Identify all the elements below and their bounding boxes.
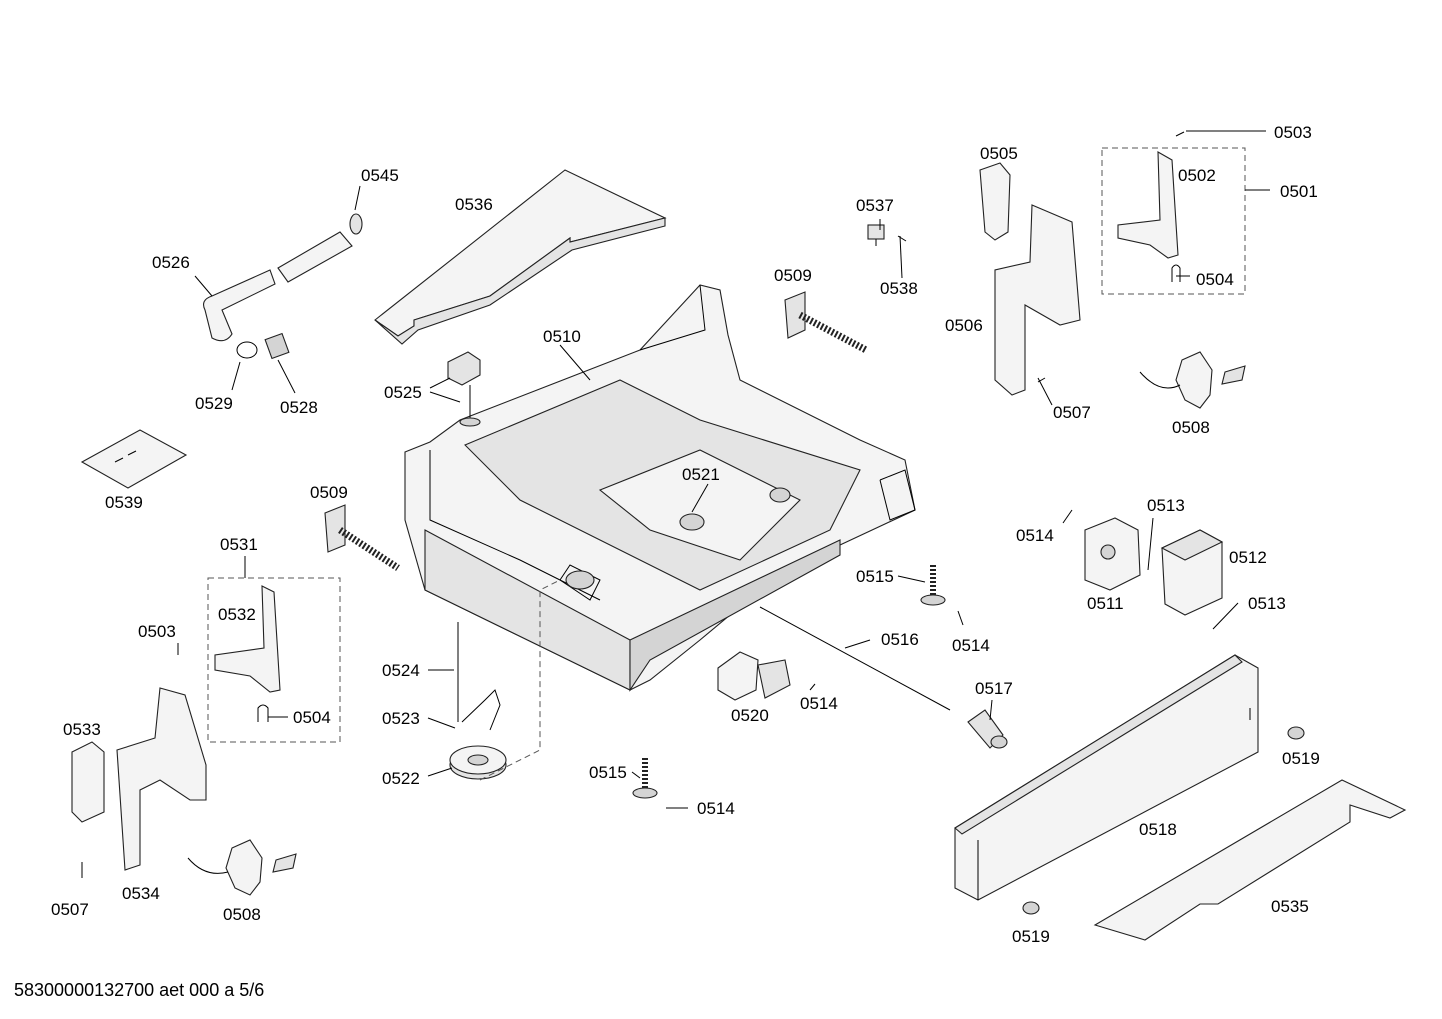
bracket-0506-drawing [994, 204, 1081, 396]
part-label-0531: 0531 [220, 535, 258, 554]
part-0522-drawing [449, 579, 561, 781]
drawing-reference: 58300000132700 aet 000 a 5/6 [14, 980, 265, 1000]
part-0511-drawing [1084, 517, 1141, 591]
part-label-0510: 0510 [543, 327, 581, 346]
part-label-0513a: 0513 [1147, 496, 1185, 515]
part-label-0507b: 0507 [51, 900, 89, 919]
part-label-0509b: 0509 [310, 483, 348, 502]
part-label-0538: 0538 [880, 279, 918, 298]
part-label-0533: 0533 [63, 720, 101, 739]
part-label-0526: 0526 [152, 253, 190, 272]
part-label-0512: 0512 [1229, 548, 1267, 567]
spring-0509a-drawing [784, 291, 868, 354]
panel-0518-drawing [954, 654, 1259, 901]
screw-0515a-drawing [920, 565, 946, 606]
part-label-0520: 0520 [731, 706, 769, 725]
part-0533-drawing [71, 741, 105, 823]
part-label-0509a: 0509 [774, 266, 812, 285]
part-label-0503b: 0503 [138, 622, 176, 641]
group-box-0531 [207, 577, 341, 743]
part-label-0503a: 0503 [1274, 123, 1312, 142]
part-label-0508a: 0508 [1172, 418, 1210, 437]
leader-lines [81, 130, 1270, 878]
part-label-0519a: 0519 [1282, 749, 1320, 768]
part-label-0532: 0532 [218, 605, 256, 624]
part-label-0504a: 0504 [1196, 270, 1234, 289]
bracket-0532-drawing [214, 585, 281, 722]
part-label-0501: 0501 [1280, 182, 1318, 201]
part-0508b-drawing [187, 839, 297, 896]
part-label-0521: 0521 [682, 465, 720, 484]
part-label-0507a: 0507 [1053, 403, 1091, 422]
part-label-0514c: 0514 [800, 694, 838, 713]
part-label-0506: 0506 [945, 316, 983, 335]
part-label-0519b: 0519 [1012, 927, 1050, 946]
part-label-0525: 0525 [384, 383, 422, 402]
part-label-0502: 0502 [1178, 166, 1216, 185]
valve-0520-drawing [717, 651, 791, 701]
part-label-0537: 0537 [856, 196, 894, 215]
bracket-0502-drawing [1117, 131, 1185, 282]
group-box-0501 [1101, 147, 1246, 295]
part-0508a-drawing [1139, 351, 1246, 409]
part-label-0539: 0539 [105, 493, 143, 512]
part-label-0523: 0523 [382, 709, 420, 728]
bag-0539-drawing [80, 429, 188, 489]
spring-0509b-drawing [324, 504, 400, 571]
strip-0535-drawing [1093, 779, 1407, 941]
part-label-0522: 0522 [382, 769, 420, 788]
part-label-0511: 0511 [1087, 594, 1124, 613]
part-label-0504b: 0504 [293, 708, 331, 727]
part-label-0524: 0524 [382, 661, 420, 680]
block-0525-drawing [447, 351, 481, 427]
part-label-0518: 0518 [1139, 820, 1177, 839]
part-0524-drawing [457, 622, 501, 731]
part-label-0515b: 0515 [589, 763, 627, 782]
part-labels: 0503 0501 0502 0504 0505 0506 0507 0508 0537 0538… [51, 123, 1320, 946]
part-label-0505: 0505 [980, 144, 1018, 163]
part-label-0529: 0529 [195, 394, 233, 413]
part-label-0514a: 0514 [952, 636, 990, 655]
screw-0519-drawing [1022, 726, 1305, 915]
bracket-0534-drawing [116, 687, 207, 871]
part-label-0535: 0535 [1271, 897, 1309, 916]
part-label-0514b: 0514 [1016, 526, 1054, 545]
part-label-0528: 0528 [280, 398, 318, 417]
part-label-0515a: 0515 [856, 567, 894, 586]
part-label-0508b: 0508 [223, 905, 261, 924]
part-label-0516: 0516 [881, 630, 919, 649]
bracket-0505-drawing [979, 162, 1011, 241]
part-label-0545: 0545 [361, 166, 399, 185]
tub-base-0510-drawing [404, 284, 916, 692]
part-label-0534: 0534 [122, 884, 160, 903]
part-0512-drawing [1160, 529, 1224, 616]
rod-0516-drawing [759, 606, 1008, 749]
part-label-0536: 0536 [455, 195, 493, 214]
hose-0526-drawing [203, 213, 363, 360]
part-label-0513b: 0513 [1248, 594, 1286, 613]
screw-0515b-drawing [632, 758, 658, 799]
part-label-0514d: 0514 [697, 799, 735, 818]
board-0536-drawing [374, 169, 667, 345]
part-label-0517: 0517 [975, 679, 1013, 698]
